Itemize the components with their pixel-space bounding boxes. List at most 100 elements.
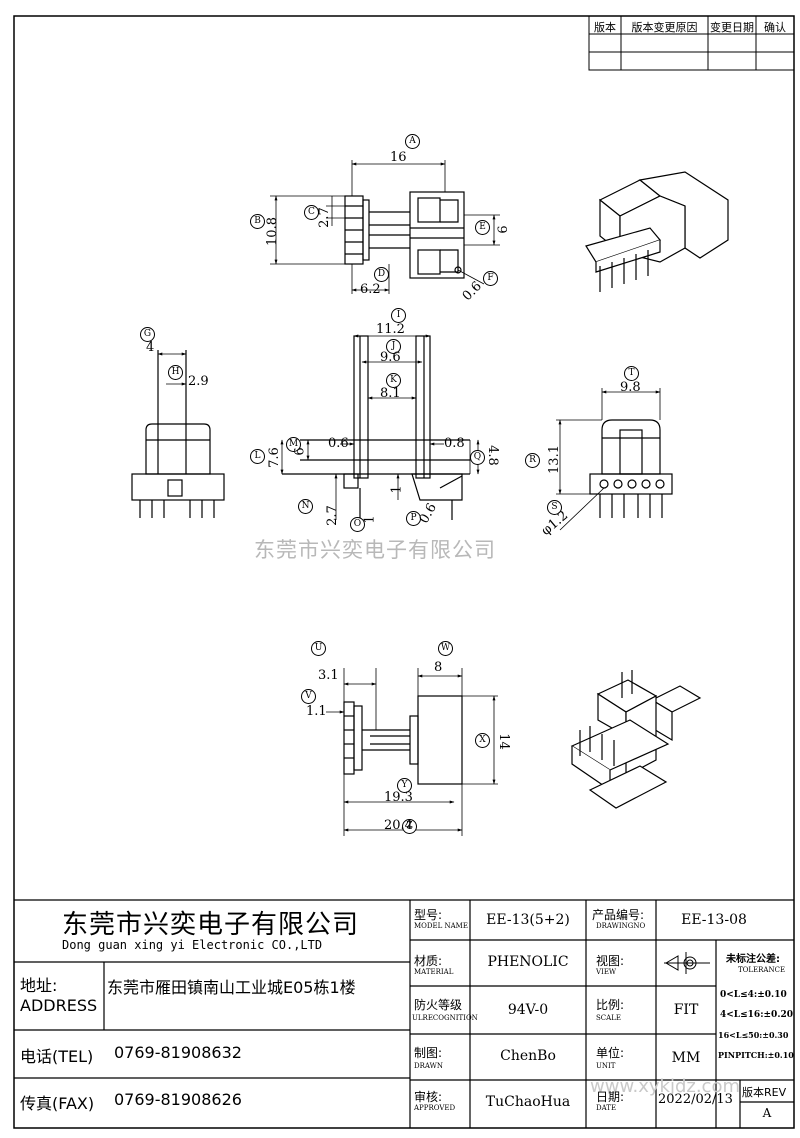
rev-label: 版本REV	[742, 1086, 787, 1099]
rev-header-confirm: 确认	[764, 21, 786, 34]
callout-o: O	[350, 517, 365, 532]
dim-o: 1	[362, 515, 378, 524]
date-label-en: DATE	[596, 1104, 617, 1112]
rev-header-date: 变更日期	[710, 21, 754, 34]
unit-label-cn: 单位:	[596, 1046, 625, 1060]
callout-v: V	[301, 689, 316, 704]
date-label-cn: 日期:	[596, 1090, 625, 1104]
callout-p: P	[406, 511, 421, 526]
callout-l: L	[250, 449, 265, 464]
sheet-border	[13, 15, 795, 1129]
dim-e: 9	[493, 225, 509, 234]
callout-t: T	[624, 366, 639, 381]
callout-g: G	[140, 327, 155, 342]
callout-n: N	[298, 499, 313, 514]
fax-value: 0769-81908626	[114, 1090, 242, 1109]
callout-q: Q	[470, 450, 485, 465]
dim-c: 2.7	[316, 207, 332, 228]
callout-a: A	[405, 134, 420, 149]
product-label-en: DRAWINGNO	[596, 922, 646, 930]
unit-label-en: UNIT	[596, 1062, 616, 1070]
dim-l: 7.6	[266, 447, 282, 468]
dim-d: 6.2	[360, 282, 381, 297]
dim-a: 16	[390, 150, 407, 165]
address-label-en: ADDRESS	[20, 996, 98, 1015]
dim-m-left: 0.6	[328, 436, 349, 451]
fire-label-en: ULRECOGNITION	[412, 1014, 478, 1022]
watermark-url: www.xykjdz.com	[590, 1076, 741, 1097]
view-label-cn: 视图:	[596, 954, 625, 968]
rev-header-version: 版本	[594, 21, 616, 34]
material-label-en: MATERIAL	[414, 968, 454, 976]
drawn-label-en: DRAWN	[414, 1062, 443, 1070]
dim-v: 1.1	[306, 704, 327, 719]
dim-q: 4.8	[484, 445, 500, 466]
callout-x: X	[475, 733, 490, 748]
title-block-grid	[14, 899, 794, 1128]
rev-header-reason: 版本变更原因	[631, 21, 698, 34]
dim-x: 19.3	[384, 790, 413, 805]
isometric-view-1	[585, 171, 729, 292]
dim-j: 9.6	[380, 350, 401, 365]
callout-s: S	[547, 500, 562, 515]
scale-label-en: SCALE	[596, 1014, 621, 1022]
callout-w: W	[438, 641, 453, 656]
fax-label: 传真(FAX)	[20, 1094, 95, 1113]
top-view	[344, 191, 465, 279]
tel-value: 0769-81908632	[114, 1043, 242, 1062]
callout-b: B	[250, 214, 265, 229]
tolerance-1: 0<L≤4:±0.10	[720, 990, 787, 1000]
dim-n2: 1	[389, 485, 405, 494]
fire-label-cn: 防火等级	[414, 998, 463, 1012]
drawn-label-cn: 制图:	[414, 1046, 443, 1060]
product-label-cn: 产品编号:	[592, 908, 645, 922]
callout-j: J	[386, 339, 401, 354]
tolerance-4: PINPITCH:±0.10	[718, 1050, 794, 1060]
approved-value: TuChaoHua	[485, 1094, 571, 1110]
dim-y: 20.4	[384, 818, 413, 833]
material-label-cn: 材质:	[414, 954, 443, 968]
callout-f: F	[483, 271, 498, 286]
dim-k: 8.1	[380, 386, 401, 401]
right-view-dims	[556, 388, 661, 531]
projection-symbol	[664, 952, 710, 974]
dim-m: 6	[292, 447, 308, 456]
dim-z: 14	[495, 733, 511, 750]
dim-r: 13.1	[546, 445, 562, 474]
tolerance-label-en: TOLERANCE	[738, 966, 786, 974]
address-label-cn: 地址:	[20, 976, 58, 995]
view-label-en: VIEW	[596, 968, 617, 976]
unit-value: MM	[671, 1050, 701, 1066]
dim-t: 9.8	[620, 380, 641, 395]
material-value: PHENOLIC	[487, 954, 569, 970]
callout-u: U	[311, 641, 326, 656]
bottom-view	[343, 695, 463, 785]
dim-w: 8	[434, 660, 443, 675]
dim-h: 2.9	[188, 374, 209, 389]
callout-h: H	[168, 365, 183, 380]
callout-d: D	[374, 267, 389, 282]
top-view-dims	[270, 160, 500, 294]
scale-label-cn: 比例:	[596, 998, 625, 1012]
callout-e: E	[475, 220, 490, 235]
dim-i: 11.2	[376, 322, 405, 337]
dim-n: 2.7	[324, 505, 340, 526]
front-view	[282, 335, 470, 520]
right-view	[589, 419, 673, 518]
rev-value: A	[762, 1106, 772, 1120]
callout-y: Y	[397, 778, 412, 793]
product-value: EE-13-08	[681, 912, 747, 928]
callout-r: R	[525, 453, 540, 468]
drawn-value: ChenBo	[500, 1048, 556, 1064]
tolerance-label-cn: 未标注公差:	[726, 954, 780, 965]
callout-c: C	[304, 205, 319, 220]
callout-k: K	[386, 373, 401, 388]
revision-table	[588, 15, 795, 71]
side-view	[131, 350, 225, 518]
side-view-dims	[157, 352, 187, 386]
callout-z: Z	[402, 819, 417, 834]
approved-label-cn: 审核:	[414, 1090, 443, 1104]
fire-value: 94V-0	[507, 1002, 549, 1018]
approved-label-en: APPROVED	[414, 1104, 456, 1112]
